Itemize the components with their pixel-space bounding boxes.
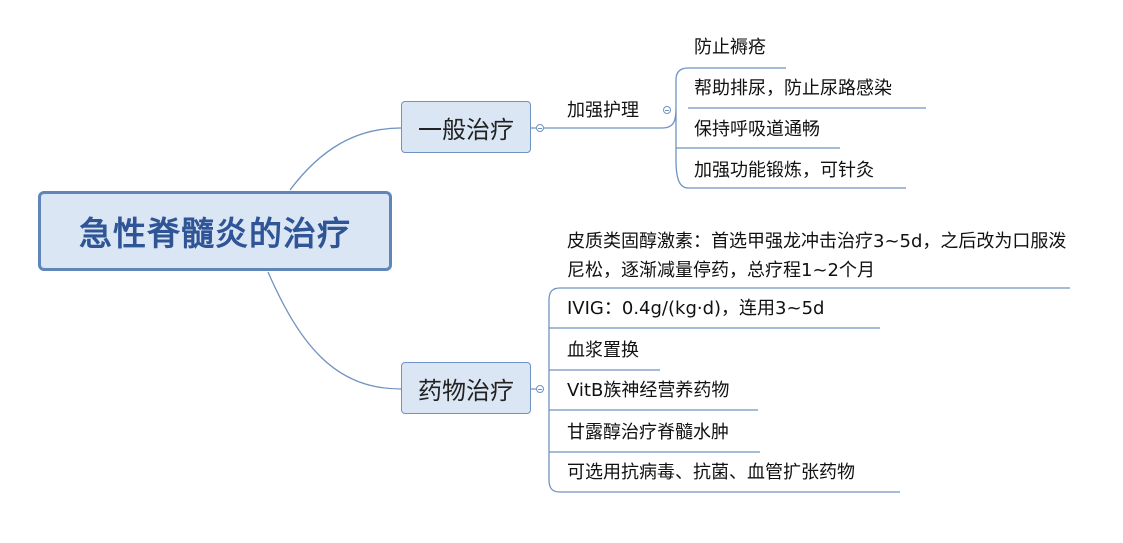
leaf-drug-4[interactable]: VitB族神经营养药物	[567, 380, 730, 401]
collapse-toggle-general[interactable]	[536, 124, 544, 132]
branch-node-general[interactable]: 一般治疗	[401, 101, 531, 153]
root-label: 急性脊髓炎的治疗	[79, 214, 351, 253]
leaf-drug-3[interactable]: 血浆置换	[567, 340, 639, 361]
leaf-drug-6[interactable]: 可选用抗病毒、抗菌、血管扩张药物	[567, 462, 855, 483]
root-node[interactable]: 急性脊髓炎的治疗	[38, 191, 392, 271]
branch-label-general: 一般治疗	[418, 115, 514, 144]
connector-root-drug	[267, 271, 402, 390]
connector-sub-items	[661, 67, 689, 189]
connector-root-general	[289, 127, 402, 191]
leaf-general-1[interactable]: 防止褥疮	[694, 37, 766, 58]
branch-node-drug[interactable]: 药物治疗	[401, 362, 531, 414]
leaf-drug-1[interactable]: 皮质类固醇激素：首选甲强龙冲击治疗3~5d，之后改为口服泼尼松，逐渐减量停药，总…	[567, 231, 1067, 281]
collapse-toggle-nursing[interactable]	[663, 106, 671, 114]
sub-node-nursing-label: 加强护理	[567, 100, 639, 121]
leaf-drug-2[interactable]: IVIG：0.4g/(kg·d)，连用3~5d	[567, 298, 825, 319]
branch-label-drug: 药物治疗	[418, 376, 514, 405]
collapse-toggle-drug[interactable]	[536, 385, 544, 393]
sub-node-nursing[interactable]: 加强护理	[567, 96, 639, 126]
leaf-general-4[interactable]: 加强功能锻炼，可针灸	[694, 160, 874, 181]
leaf-drug-5[interactable]: 甘露醇治疗脊髓水肿	[567, 422, 729, 443]
leaf-general-2[interactable]: 帮助排尿，防止尿路感染	[694, 78, 892, 99]
leaf-general-3[interactable]: 保持呼吸道通畅	[694, 119, 820, 140]
